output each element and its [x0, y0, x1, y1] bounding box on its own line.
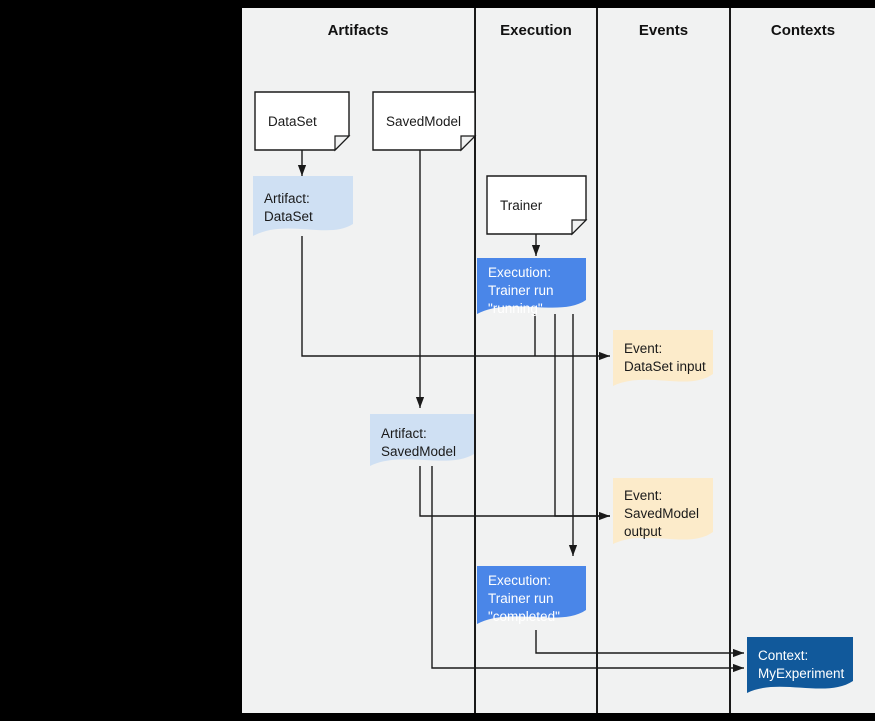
- node-event-dataset-input[interactable]: Event: DataSet input: [613, 330, 713, 386]
- node-label-line2: DataSet input: [624, 359, 706, 374]
- node-artifact-dataset[interactable]: Artifact: DataSet: [253, 176, 353, 236]
- folded-corner-icon: [571, 219, 588, 236]
- node-label: DataSet: [268, 114, 317, 129]
- node-label-line2: SavedModel: [381, 444, 456, 459]
- node-artifact-savedmodel[interactable]: Artifact: SavedModel: [370, 414, 474, 466]
- column-header-execution: Execution: [500, 22, 572, 39]
- node-label-line1: Artifact:: [381, 426, 427, 441]
- wave-shape: [253, 176, 353, 236]
- flow-graph: DataSet SavedModel Trainer Artifact: Dat…: [253, 91, 853, 693]
- column-header-artifacts: Artifacts: [327, 22, 389, 39]
- edge-artifact-savedmodel-to-event-savedmodel-output: [419, 466, 610, 521]
- node-label-line3: "running": [488, 301, 543, 316]
- node-type-trainer[interactable]: Trainer: [486, 175, 588, 236]
- node-label-line1: Execution:: [488, 265, 551, 280]
- wave-shape: [370, 414, 474, 466]
- node-label-line3: output: [624, 524, 662, 539]
- wave-shape: [477, 258, 586, 314]
- column-divider-execution-events: [596, 8, 598, 713]
- node-execution-completed[interactable]: Execution: Trainer run "completed": [477, 566, 586, 624]
- node-event-savedmodel-output[interactable]: Event: SavedModel output: [613, 478, 713, 544]
- node-context-myexperiment[interactable]: Context: MyExperiment: [747, 637, 853, 693]
- node-label-line2: DataSet: [264, 209, 313, 224]
- column-header-events: Events: [638, 22, 689, 39]
- wave-shape: [747, 637, 853, 693]
- wave-shape: [613, 330, 713, 386]
- node-label-line2: MyExperiment: [758, 666, 845, 681]
- node-type-savedmodel[interactable]: SavedModel: [372, 91, 477, 152]
- node-type-dataset[interactable]: DataSet: [254, 91, 351, 152]
- node-label-line2: SavedModel: [624, 506, 699, 521]
- node-label: Trainer: [500, 198, 543, 213]
- column-header-contexts: Contexts: [770, 22, 836, 39]
- folded-corner-icon: [460, 135, 477, 152]
- node-label-line1: Event:: [624, 488, 662, 503]
- node-label-line1: Context:: [758, 648, 808, 663]
- edge-execution-completed-to-context: [535, 630, 744, 658]
- node-label-line2: Trainer run: [488, 591, 554, 606]
- node-label-line2: Trainer run: [488, 283, 554, 298]
- node-execution-running[interactable]: Execution: Trainer run "running": [477, 258, 586, 316]
- wave-shape: [613, 478, 713, 544]
- node-label-line3: "completed": [488, 609, 560, 624]
- edge-artifact-dataset-to-event-dataset-input: [301, 236, 610, 361]
- folded-corner-icon: [334, 135, 351, 152]
- edge-artifact-savedmodel-to-context: [431, 466, 744, 673]
- edge-execution-running-to-event-savedmodel-output: [554, 314, 610, 517]
- node-label-line1: Execution:: [488, 573, 551, 588]
- connector-layer: [297, 150, 744, 673]
- node-label-line1: Event:: [624, 341, 662, 356]
- node-label-line1: Artifact:: [264, 191, 310, 206]
- wave-shape: [477, 566, 586, 624]
- column-divider-events-contexts: [729, 8, 731, 713]
- node-label: SavedModel: [386, 114, 461, 129]
- diagram-canvas: Artifacts Execution Events Contexts: [242, 8, 875, 713]
- column-divider-artifacts-execution: [474, 8, 476, 713]
